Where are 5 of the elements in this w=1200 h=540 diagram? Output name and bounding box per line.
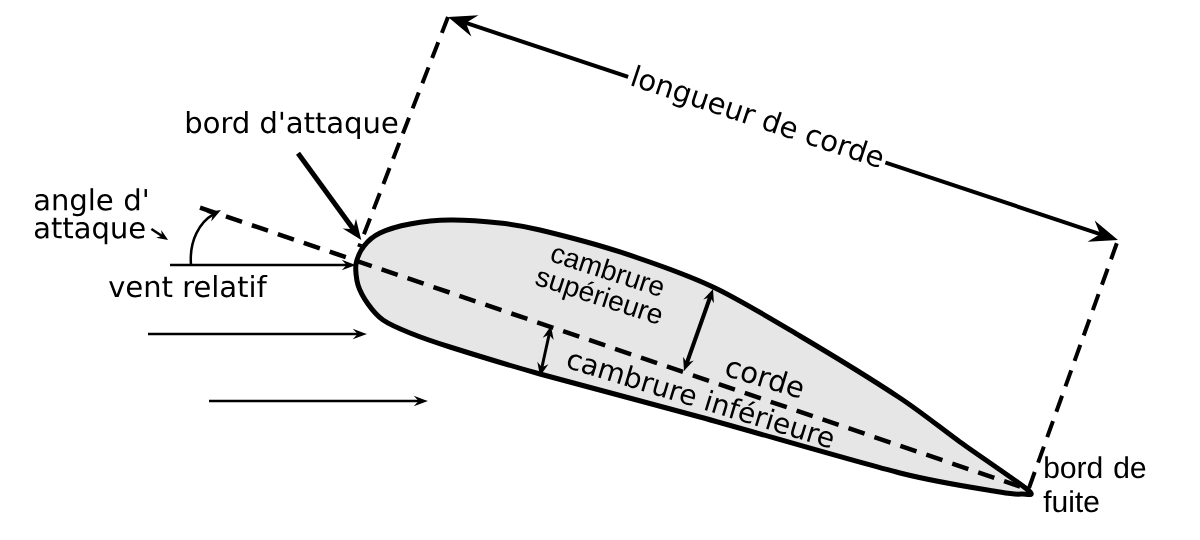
part-label: bord de fuite: [1043, 456, 1146, 513]
label: vent relatif: [109, 274, 268, 298]
part-label: angle d' attaque: [34, 188, 147, 245]
part-label: bord d'attaque: [186, 110, 398, 140]
airfoil: [353, 217, 1034, 498]
